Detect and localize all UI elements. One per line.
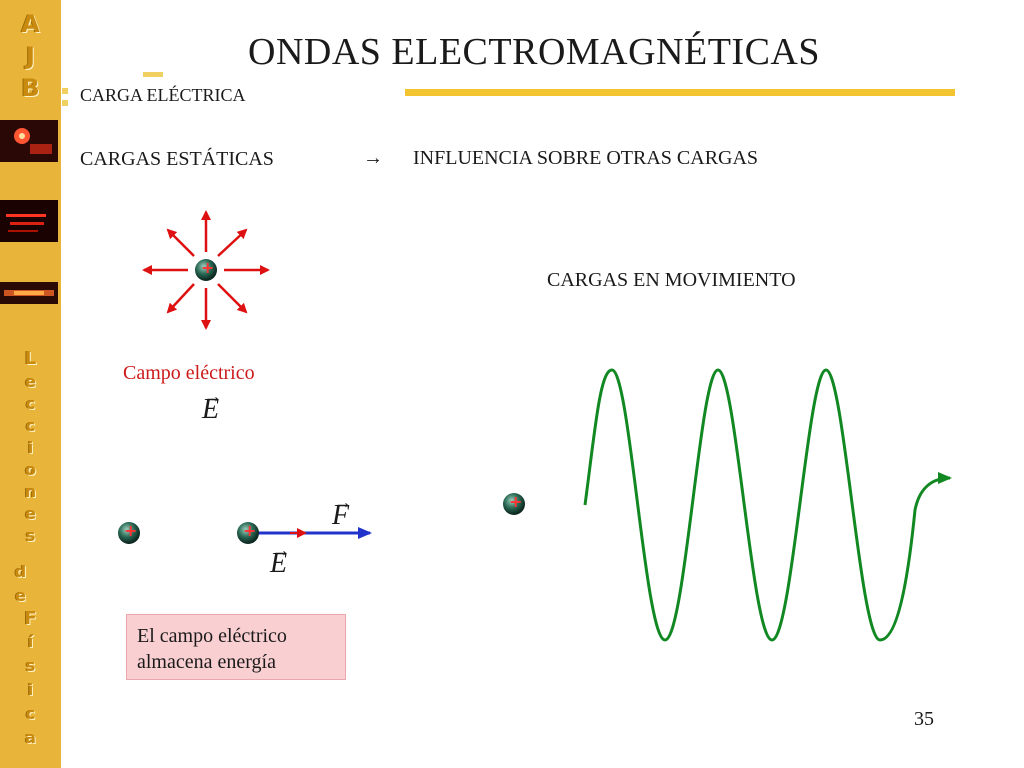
sidebar-letter: e bbox=[25, 504, 36, 523]
sidebar-letter: i bbox=[27, 438, 34, 457]
sidebar-letter: A bbox=[21, 10, 40, 38]
charge-plus-sign: + bbox=[509, 492, 523, 511]
electric-field-label: Campo eléctrico bbox=[123, 362, 255, 384]
charge-plus-sign: + bbox=[201, 258, 215, 277]
sidebar-letter: s bbox=[25, 526, 36, 545]
central-charge bbox=[195, 259, 217, 281]
influence-label: INFLUENCIA SOBRE OTRAS CARGAS bbox=[413, 147, 759, 169]
sidebar: A J B L e c c i o n e s d e F í s i c bbox=[0, 0, 61, 768]
sidebar-letter: s bbox=[25, 656, 36, 675]
charge-plus-sign: + bbox=[124, 521, 138, 540]
decorative-dot bbox=[62, 88, 68, 94]
sidebar-letter: c bbox=[25, 704, 36, 723]
spectrum-band bbox=[0, 282, 58, 304]
sidebar-letter: e bbox=[25, 372, 36, 391]
vector-f-label: → F bbox=[332, 492, 352, 532]
field-arrow bbox=[217, 228, 248, 257]
page-number: 35 bbox=[914, 708, 934, 730]
sidebar-letter: d bbox=[14, 562, 27, 581]
sidebar-letter: e bbox=[15, 586, 26, 605]
field-arrow bbox=[166, 283, 195, 314]
sidebar-letter: í bbox=[27, 632, 34, 651]
sidebar-letter: B bbox=[21, 74, 40, 102]
field-arrow bbox=[166, 228, 195, 257]
energy-note-box: El campo eléctrico almacena energía bbox=[126, 614, 346, 680]
lamp-photo bbox=[0, 120, 58, 162]
vector-arrow-glyph: → bbox=[272, 540, 290, 560]
sidebar-letter: J bbox=[26, 42, 35, 70]
sidebar-letter: F bbox=[24, 608, 37, 629]
electromagnetic-wave bbox=[583, 368, 952, 642]
vector-arrow-glyph: → bbox=[334, 492, 352, 512]
spectrum-band-thumbnail bbox=[0, 282, 58, 304]
note-line-1: El campo eléctrico bbox=[137, 625, 287, 647]
sidebar-letter: o bbox=[25, 460, 36, 479]
vector-e-letter: E bbox=[202, 394, 220, 425]
section-subtitle: CARGA ELÉCTRICA bbox=[80, 85, 246, 105]
test-charge-left bbox=[118, 522, 140, 544]
sidebar-letter: c bbox=[25, 416, 36, 435]
spectrum-photo bbox=[0, 200, 58, 242]
vector-f-letter: F bbox=[332, 500, 350, 531]
moving-charge bbox=[503, 493, 525, 515]
vector-e-letter: E bbox=[270, 548, 288, 579]
vector-e-label: → E bbox=[202, 386, 222, 426]
test-charge-right bbox=[237, 522, 259, 544]
static-charges-label: CARGAS ESTÁTICAS bbox=[80, 148, 274, 170]
vector-arrow-glyph: → bbox=[204, 386, 222, 406]
charge-plus-sign: + bbox=[243, 521, 257, 540]
vector-e-label-lower: → E bbox=[270, 540, 290, 580]
moving-charges-label: CARGAS EN MOVIMIENTO bbox=[547, 269, 796, 291]
field-arrow bbox=[217, 283, 248, 314]
decorative-dot bbox=[62, 100, 68, 106]
spectrum-photo-thumbnail bbox=[0, 200, 58, 242]
electric-field-arrows bbox=[142, 210, 270, 330]
sidebar-letter: L bbox=[24, 348, 37, 369]
title-underline-bar bbox=[405, 89, 955, 96]
sidebar-letter: i bbox=[27, 680, 34, 699]
sidebar-letter: n bbox=[24, 482, 37, 501]
page-title: ONDAS ELECTROMAGNÉTICAS bbox=[248, 31, 820, 73]
note-line-2: almacena energía bbox=[137, 651, 276, 673]
sidebar-letter: c bbox=[25, 394, 36, 413]
decorative-dash bbox=[143, 72, 163, 77]
implies-arrow: → bbox=[363, 147, 383, 169]
sidebar-letter: a bbox=[25, 728, 36, 747]
lamp-photo-thumbnail bbox=[0, 120, 58, 162]
